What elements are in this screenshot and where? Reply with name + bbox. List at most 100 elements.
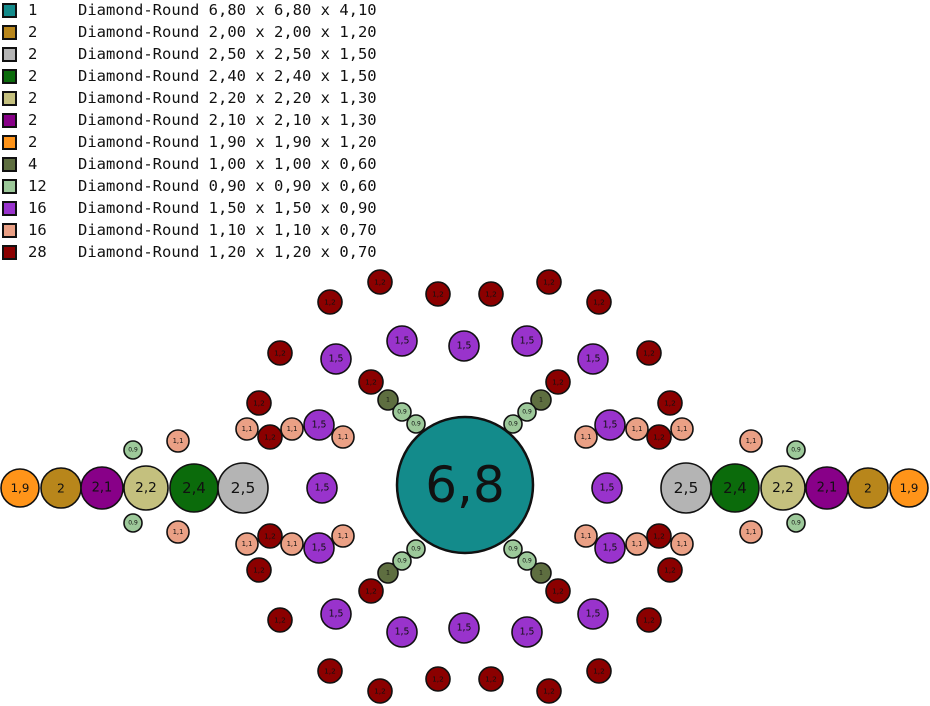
stone-circle: [545, 369, 571, 395]
stone-count: 28: [28, 243, 47, 261]
stone-size-label: 1,1: [338, 532, 349, 540]
stone-circle: [670, 417, 694, 441]
stone-size-label: 1,1: [338, 433, 349, 441]
stone-size-label: 1,2: [365, 378, 377, 387]
stone-2-1: 2,1: [805, 466, 849, 510]
stone-circle: [367, 678, 393, 704]
stone-1-5: 1,5: [448, 612, 480, 644]
stone-shape: Diamond-Round: [78, 1, 200, 19]
stone-size-label: 2,2: [135, 480, 157, 496]
stone-count: 2: [28, 89, 38, 107]
stone-description: Diamond-Round 2,50 x 2,50 x 1,50: [78, 45, 377, 63]
stone-size-label: 1,1: [632, 425, 643, 433]
stone-1-2: 1,2: [257, 523, 283, 549]
stone-size-label: 2,5: [674, 479, 699, 497]
stone-2-4: 2,4: [169, 463, 219, 513]
stone-1-1: 1,1: [574, 425, 598, 449]
stone-size-label: 0,9: [397, 409, 407, 416]
stone-size-label: 1,1: [173, 528, 184, 536]
stone-size-label: 0,9: [397, 558, 407, 565]
stone-circle: [367, 269, 393, 295]
stone-shape: Diamond-Round: [78, 23, 200, 41]
stone-1-1: 1,1: [166, 520, 190, 544]
stone-circle: [406, 539, 426, 559]
stone-shape: Diamond-Round: [78, 199, 200, 217]
stone-circle: [478, 281, 504, 307]
stone-dimensions: 6,80 x 6,80 x 4,10: [208, 1, 377, 19]
stone-description: Diamond-Round 2,40 x 2,40 x 1,50: [78, 67, 377, 85]
stone-1-2: 1,2: [358, 369, 384, 395]
stone-circle: [448, 612, 480, 644]
stone-size-label: 0,9: [411, 546, 421, 553]
stone-circle: [320, 343, 352, 375]
stone-circle: [303, 532, 335, 564]
stone-circle: [303, 409, 335, 441]
stone-1-2: 1,2: [257, 424, 283, 450]
stone-circle: [503, 414, 523, 434]
stone-size-label: 1,2: [664, 399, 676, 408]
stone-2-1: 2,1: [80, 466, 124, 510]
stone-size-label: 1,2: [253, 399, 265, 408]
stone-circle: [123, 440, 143, 460]
stone-circle: [246, 557, 272, 583]
stone-1-2: 1,2: [246, 390, 272, 416]
stone-size-label: 1,1: [242, 540, 253, 548]
stone-size-label: 1,1: [581, 433, 592, 441]
stone-circle: [280, 417, 304, 441]
stone-1-5: 1,5: [594, 532, 626, 564]
stone-size-label: 1,2: [365, 587, 377, 596]
stone-circle: [511, 325, 543, 357]
stone-shape: Diamond-Round: [78, 45, 200, 63]
stone-1-5: 1,5: [303, 409, 335, 441]
stone-1-1: 1,1: [739, 520, 763, 544]
stone-circle: [657, 390, 683, 416]
color-swatch: [2, 24, 17, 40]
stone-circle: [392, 551, 412, 571]
stone-1-2: 1,2: [317, 658, 343, 684]
stone-1-2: 1,2: [536, 678, 562, 704]
stone-count: 16: [28, 199, 47, 217]
stone-2-5: 2,5: [217, 462, 269, 514]
stone-size-label: 1,2: [264, 433, 276, 442]
stone-size-label: 1,1: [287, 540, 298, 548]
stone-size-label: 1,5: [603, 543, 618, 554]
stone-size-label: 1,2: [485, 290, 497, 299]
stone-dimensions: 1,10 x 1,10 x 0,70: [208, 221, 377, 239]
stone-size-label: 1,2: [324, 298, 336, 307]
stone-1-5: 1,5: [511, 325, 543, 357]
stone-1-2: 1,2: [478, 281, 504, 307]
stone-shape: Diamond-Round: [78, 133, 200, 151]
stone-1-5: 1,5: [386, 616, 418, 648]
stone-circle: [760, 465, 806, 511]
stone-1: 1: [377, 562, 399, 584]
stone-size-label: 1,2: [543, 687, 555, 696]
stone-shape: Diamond-Round: [78, 243, 200, 261]
stone-circle: [0, 468, 40, 508]
stone-0-9: 0,9: [406, 539, 426, 559]
stone-1-9: 1,9: [889, 468, 929, 508]
stone-size-label: 1,5: [586, 354, 601, 365]
stone-shape: Diamond-Round: [78, 221, 200, 239]
stone-size-label: 1,2: [653, 532, 665, 541]
stone-1-1: 1,1: [280, 417, 304, 441]
stone-1-2: 1,2: [478, 666, 504, 692]
stone-dimensions: 2,20 x 2,20 x 1,30: [208, 89, 377, 107]
stone-1-5: 1,5: [511, 616, 543, 648]
stone-size-label: 0,9: [508, 546, 518, 553]
stone-1-5: 1,5: [303, 532, 335, 564]
stone-size-label: 2,4: [723, 479, 747, 497]
stone-count: 4: [28, 155, 38, 173]
stone-1: 1: [530, 389, 552, 411]
stone-circle: [574, 425, 598, 449]
stone-1-1: 1,1: [331, 524, 355, 548]
stone-size-label: 2,1: [817, 481, 838, 496]
stone-1-1: 1,1: [574, 524, 598, 548]
stone-1-2: 1,2: [317, 289, 343, 315]
stone-shape: Diamond-Round: [78, 67, 200, 85]
stone-size-label: 1,2: [643, 349, 655, 358]
stone-1-2: 1,2: [646, 523, 672, 549]
stone-circle: [80, 466, 124, 510]
stone-size-label: 0,9: [508, 421, 518, 428]
stone-circle: [786, 513, 806, 533]
stone-circle: [377, 562, 399, 584]
